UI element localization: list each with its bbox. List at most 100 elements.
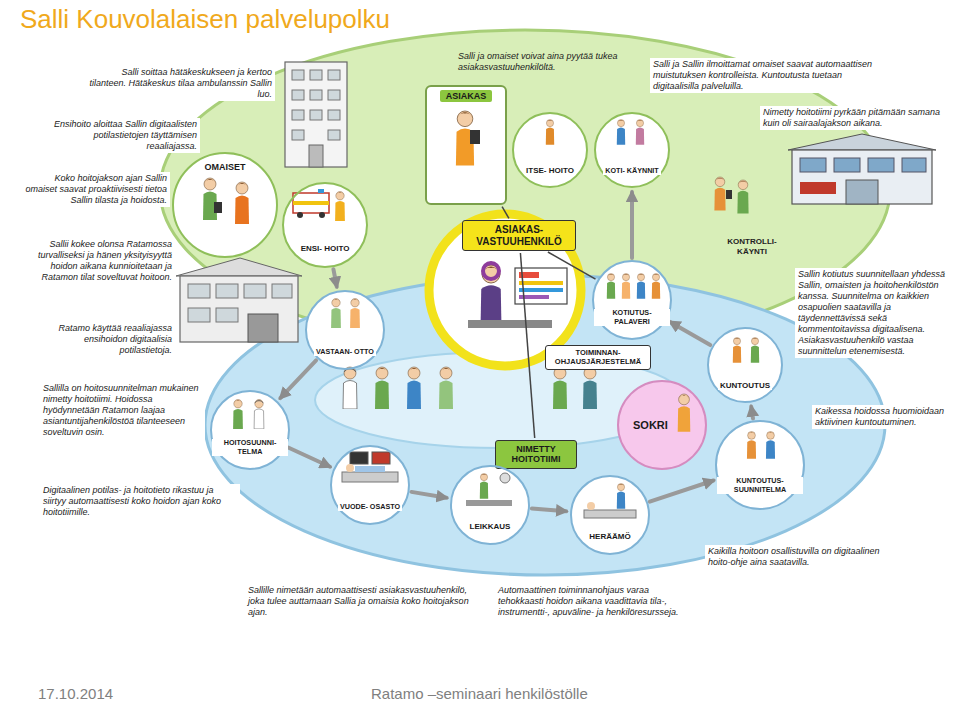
control-building (788, 134, 936, 204)
recovery-scene-part (617, 484, 625, 509)
apartment-building-part (328, 90, 340, 100)
system-tag: TOIMINNAN- OHJAUSJÄRJESTELMÄ (545, 345, 651, 370)
stage-circle: VASTAAN- OTTO (305, 290, 385, 370)
circle-grounds-part (571, 476, 649, 554)
callout-note: Kaikilla hoitoon osallistuvilla on digit… (705, 545, 885, 569)
node-label: SOKRI (631, 419, 670, 432)
node-label: ITSE- HOITO (524, 166, 576, 175)
self-care-people-part (636, 120, 644, 145)
footer-text: Ratamo –seminaari henkilöstölle (368, 684, 668, 704)
stage-label: KONTROLLI- KÄYNTI (712, 236, 792, 258)
node-label: ENSI- HOITO (299, 244, 352, 253)
self-care-people-part (546, 120, 554, 145)
control-building-part (792, 150, 932, 204)
flow-arrow (532, 509, 566, 512)
care-plan-people-part (233, 400, 243, 429)
reception-people-part (331, 299, 341, 328)
team-tag: NIMETTY HOITOTIIMI (495, 440, 577, 469)
stage-circle: HERÄÄMÖ (570, 475, 650, 555)
stage-circle: HOITOSUUNNI- TELMA (210, 390, 290, 470)
client-box: ASIAKAS (425, 85, 507, 205)
sokri-person (678, 394, 691, 432)
sokri-circle: SOKRI (617, 380, 707, 470)
link-line (520, 253, 534, 438)
callout-note: Koko hoitojakson ajan Sallin omaiset saa… (20, 172, 170, 207)
callout-note: Sallii kokee olonsa Ratamossa turvallise… (25, 238, 175, 284)
apartment-building-part (328, 130, 340, 140)
ambulance-part (319, 212, 325, 218)
center-illustration-part (483, 263, 499, 279)
link-line (548, 252, 596, 279)
rehab-plan-people-part (747, 432, 756, 459)
callout-note: Salli ja omaiset voivat aina pyytää tuke… (455, 50, 645, 74)
hospital-building-part (216, 284, 238, 298)
callout-note: Salli soittaa hätäkeskukseen ja kertoo t… (80, 66, 275, 101)
surgery-scene (466, 473, 512, 506)
flow-arrow (751, 407, 753, 419)
stage-circle: ENSI- HOITO (282, 182, 368, 268)
ambulance-part (293, 201, 329, 205)
callout-note: Sallin kotiutus suunnitellaan yhdessä Sa… (795, 268, 955, 358)
callout-note: Kaikessa hoidossa huomioidaan aktiivinen… (812, 405, 952, 429)
center-illustration-part (519, 281, 563, 285)
circle-grounds-part (593, 261, 671, 339)
apartment-building-part (292, 90, 304, 100)
regions-part (205, 275, 885, 575)
care-team-people-part (375, 367, 389, 409)
relatives-people-part (203, 178, 217, 220)
relatives-people (203, 178, 249, 224)
apartment-building-part (328, 70, 340, 80)
discharge-people-part (622, 274, 630, 299)
relatives-people-part (235, 182, 249, 224)
apartment-building-part (292, 110, 304, 120)
recovery-scene-part (584, 510, 636, 518)
ambulance-part (318, 189, 324, 193)
stage-circle: LEIKKAUS (450, 465, 530, 545)
circle-grounds-part (211, 391, 289, 469)
callout-note: Sallilla on hoitosuunnitelman mukainen n… (40, 382, 205, 439)
hospital-building-part (176, 258, 302, 276)
rehab-plan-people (747, 432, 775, 459)
rehab-people-part (733, 338, 741, 363)
reception-people-part (350, 299, 360, 328)
stage-circle: VUODE- OSASTO (330, 445, 410, 525)
date-text: 17.10.2014 (35, 684, 175, 704)
control-building-part (902, 158, 926, 172)
node-label: ASIAKAS- VASTUUHENKILÖ (467, 224, 571, 247)
ward-scene-part (346, 464, 354, 472)
sokri-person-part (678, 394, 691, 432)
rehab-plan-people-part (766, 432, 775, 459)
link-line (502, 207, 509, 219)
node-label: ASIAKAS (440, 90, 493, 102)
flow-arrow (630, 192, 634, 258)
center-illustration (429, 214, 581, 366)
relatives-circle: OMAISET (172, 152, 278, 258)
node-label: HERÄÄMÖ (587, 532, 632, 541)
rehab-people (733, 338, 759, 363)
ward-scene-part (350, 452, 368, 464)
hospital-building-part (272, 284, 292, 298)
control-building-part (834, 158, 860, 172)
page-title: Salli Kouvolalaisen palvelupolku (20, 3, 390, 36)
stage-circle: KOTIUTUS- PALAVERI (592, 260, 672, 340)
flow-arrow (288, 448, 330, 467)
hospital-building-part (248, 314, 278, 342)
ambulance (293, 189, 345, 221)
ward-scene-part (372, 452, 390, 464)
control-building-part (788, 134, 936, 150)
circle-grounds (173, 86, 804, 554)
care-team-people-part (553, 367, 567, 409)
control-building-part (800, 182, 836, 194)
stage-circle: ITSE- HOITO (512, 112, 588, 188)
discharge-people-part (637, 274, 645, 299)
circle-grounds-part (716, 421, 804, 509)
node-label: TOIMINNAN- OHJAUSJÄRJESTELMÄ (550, 349, 646, 366)
surgery-scene-part (466, 500, 512, 506)
circle-grounds-part (426, 86, 506, 204)
center-illustration-part (519, 288, 563, 292)
hospital-building-part (188, 308, 210, 322)
apartment-building-part (292, 130, 304, 140)
care-team-people-part (407, 367, 421, 409)
node-label: KUNTOUTUS (718, 381, 772, 390)
